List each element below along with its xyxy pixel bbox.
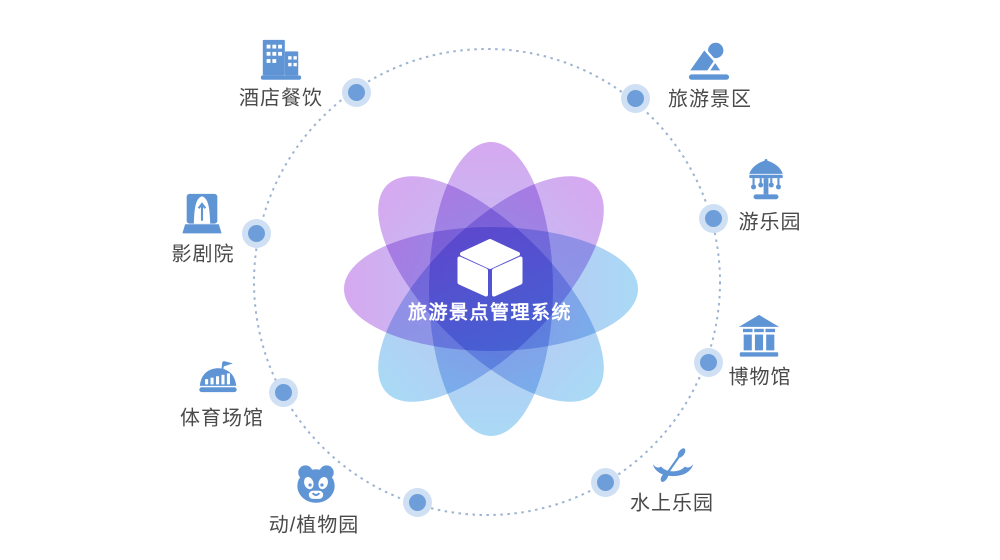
node-label-water: 水上乐园 — [630, 492, 714, 515]
carousel-icon — [749, 158, 783, 200]
canoe-paddle-icon — [652, 448, 694, 482]
cube-icon — [457, 239, 523, 297]
node-label-zoo: 动/植物园 — [268, 514, 360, 537]
node-label-amusement: 游乐园 — [738, 211, 802, 234]
node-label-hotel: 酒店餐饮 — [239, 87, 323, 110]
node-label-museum: 博物馆 — [728, 366, 792, 389]
dot-core — [248, 225, 265, 242]
panda-icon — [297, 465, 335, 503]
orbit-dot-hotel — [342, 78, 371, 107]
node-label-sports: 体育场馆 — [180, 407, 264, 430]
theater-curtain-icon — [182, 193, 222, 234]
orbit-ring — [253, 48, 721, 516]
dot-core — [705, 210, 722, 227]
orbit-dot-water — [591, 468, 620, 497]
orbit-dot-amusement — [699, 204, 728, 233]
dot-core — [700, 354, 717, 371]
orbit-dot-zoo — [403, 488, 432, 517]
system-title: 旅游景点管理系统 — [407, 302, 573, 324]
dot-core — [597, 474, 614, 491]
museum-icon — [738, 314, 780, 357]
orbit-dot-sports — [269, 378, 298, 407]
dot-core — [409, 494, 426, 511]
orbit-dot-museum — [694, 348, 723, 377]
dot-core — [348, 84, 365, 101]
dot-core — [627, 90, 644, 107]
orbit-dot-theater — [242, 219, 271, 248]
orbit-dot-scenic — [621, 84, 650, 113]
dot-core — [275, 384, 292, 401]
flower-logo — [344, 142, 638, 436]
mountain-scenic-icon — [686, 42, 730, 80]
stadium-flag-icon — [199, 360, 237, 393]
node-label-scenic: 旅游景区 — [668, 88, 752, 111]
node-label-theater: 影剧院 — [171, 243, 235, 266]
hotel-building-icon — [260, 39, 302, 80]
